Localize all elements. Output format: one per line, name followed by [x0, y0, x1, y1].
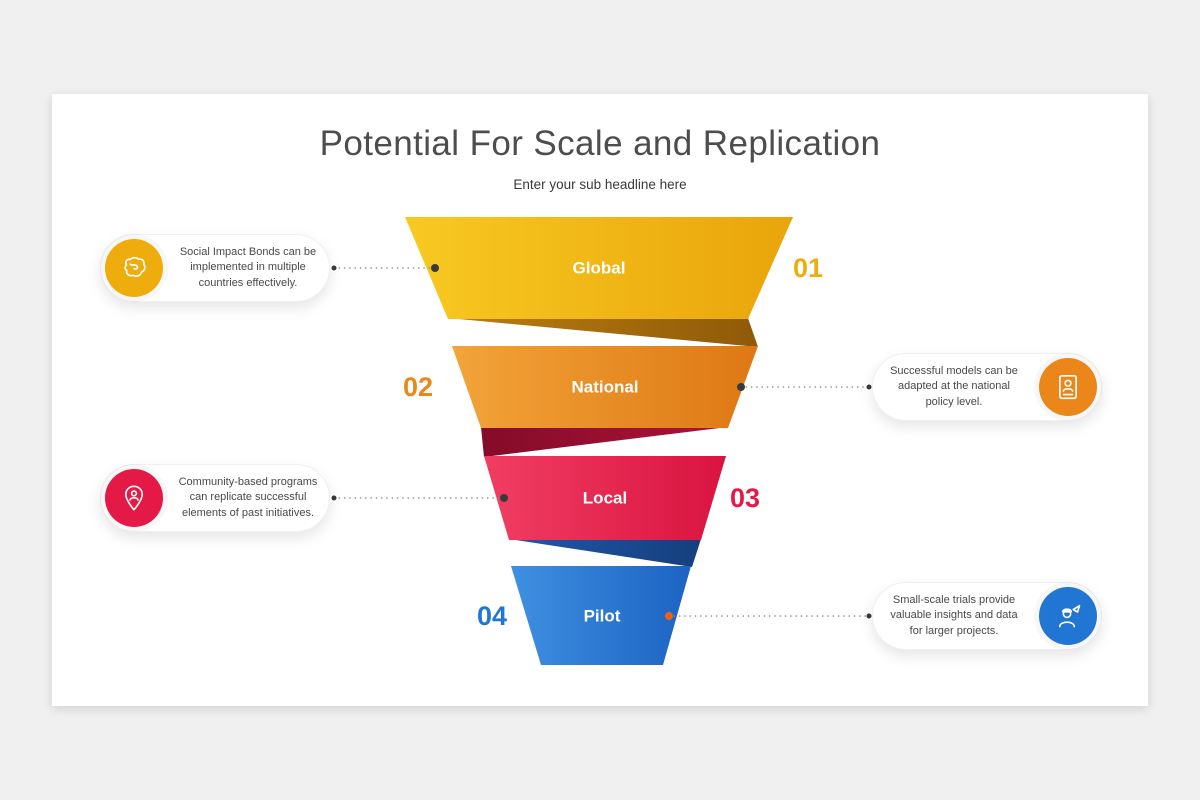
connector-card-dot	[866, 384, 872, 390]
funnel-label-pilot: Pilot	[584, 607, 621, 626]
funnel-label-national: National	[571, 378, 638, 397]
connector-endpoint-dot	[665, 612, 673, 620]
slide-title: Potential For Scale and Replication	[319, 124, 881, 163]
callout-text-local: Community-based programs can replicate s…	[178, 475, 318, 519]
connector-pilot	[665, 612, 872, 620]
funnel-segment-national	[452, 346, 758, 428]
icon-badge-global	[105, 239, 163, 297]
icon-badge-national	[1039, 358, 1097, 416]
funnel-segment-pilot	[511, 566, 691, 665]
funnel-fold-local	[481, 427, 728, 457]
slide: Potential For Scale and Replication Ente…	[52, 94, 1148, 706]
connector-local	[331, 494, 508, 502]
connector-endpoint-dot	[431, 264, 439, 272]
funnel-fold-pilot	[509, 539, 701, 567]
step-number-03: 03	[730, 483, 760, 513]
step-number-02: 02	[403, 372, 433, 402]
connector-global	[331, 264, 439, 272]
connector-card-dot	[331, 495, 337, 501]
slide-subtitle: Enter your sub headline here	[513, 177, 687, 192]
callout-card-pilot: Small-scale trials provide valuable insi…	[872, 582, 1102, 650]
connector-card-dot	[331, 265, 337, 271]
passport-icon	[1059, 374, 1077, 400]
callout-card-national: Successful models can be adapted at the …	[872, 353, 1102, 421]
connector-card-dot	[866, 613, 872, 619]
connector-national	[737, 383, 872, 391]
pilot-icon	[1058, 604, 1081, 628]
funnel-label-global: Global	[573, 259, 626, 278]
world-map-icon	[124, 256, 146, 277]
icon-badge-local	[105, 469, 163, 527]
funnel-label-local: Local	[583, 489, 627, 508]
funnel-segment-global	[405, 217, 793, 319]
callout-card-local: Community-based programs can replicate s…	[100, 464, 330, 532]
funnel-diagram: Global National Local Pilot 01 02 03 04	[331, 217, 872, 665]
connector-endpoint-dot	[737, 383, 745, 391]
community-pin-icon	[124, 485, 144, 511]
funnel-segment-local	[484, 456, 726, 540]
connector-endpoint-dot	[500, 494, 508, 502]
step-number-01: 01	[793, 253, 823, 283]
callout-text-national: Successful models can be adapted at the …	[890, 364, 1018, 408]
callout-card-global: Social Impact Bonds can be implemented i…	[100, 234, 330, 302]
callout-text-global: Social Impact Bonds can be implemented i…	[179, 245, 317, 289]
callout-text-pilot: Small-scale trials provide valuable insi…	[890, 593, 1018, 637]
step-number-04: 04	[477, 601, 507, 631]
funnel-fold-national	[448, 318, 758, 347]
icon-badge-pilot	[1039, 587, 1097, 645]
